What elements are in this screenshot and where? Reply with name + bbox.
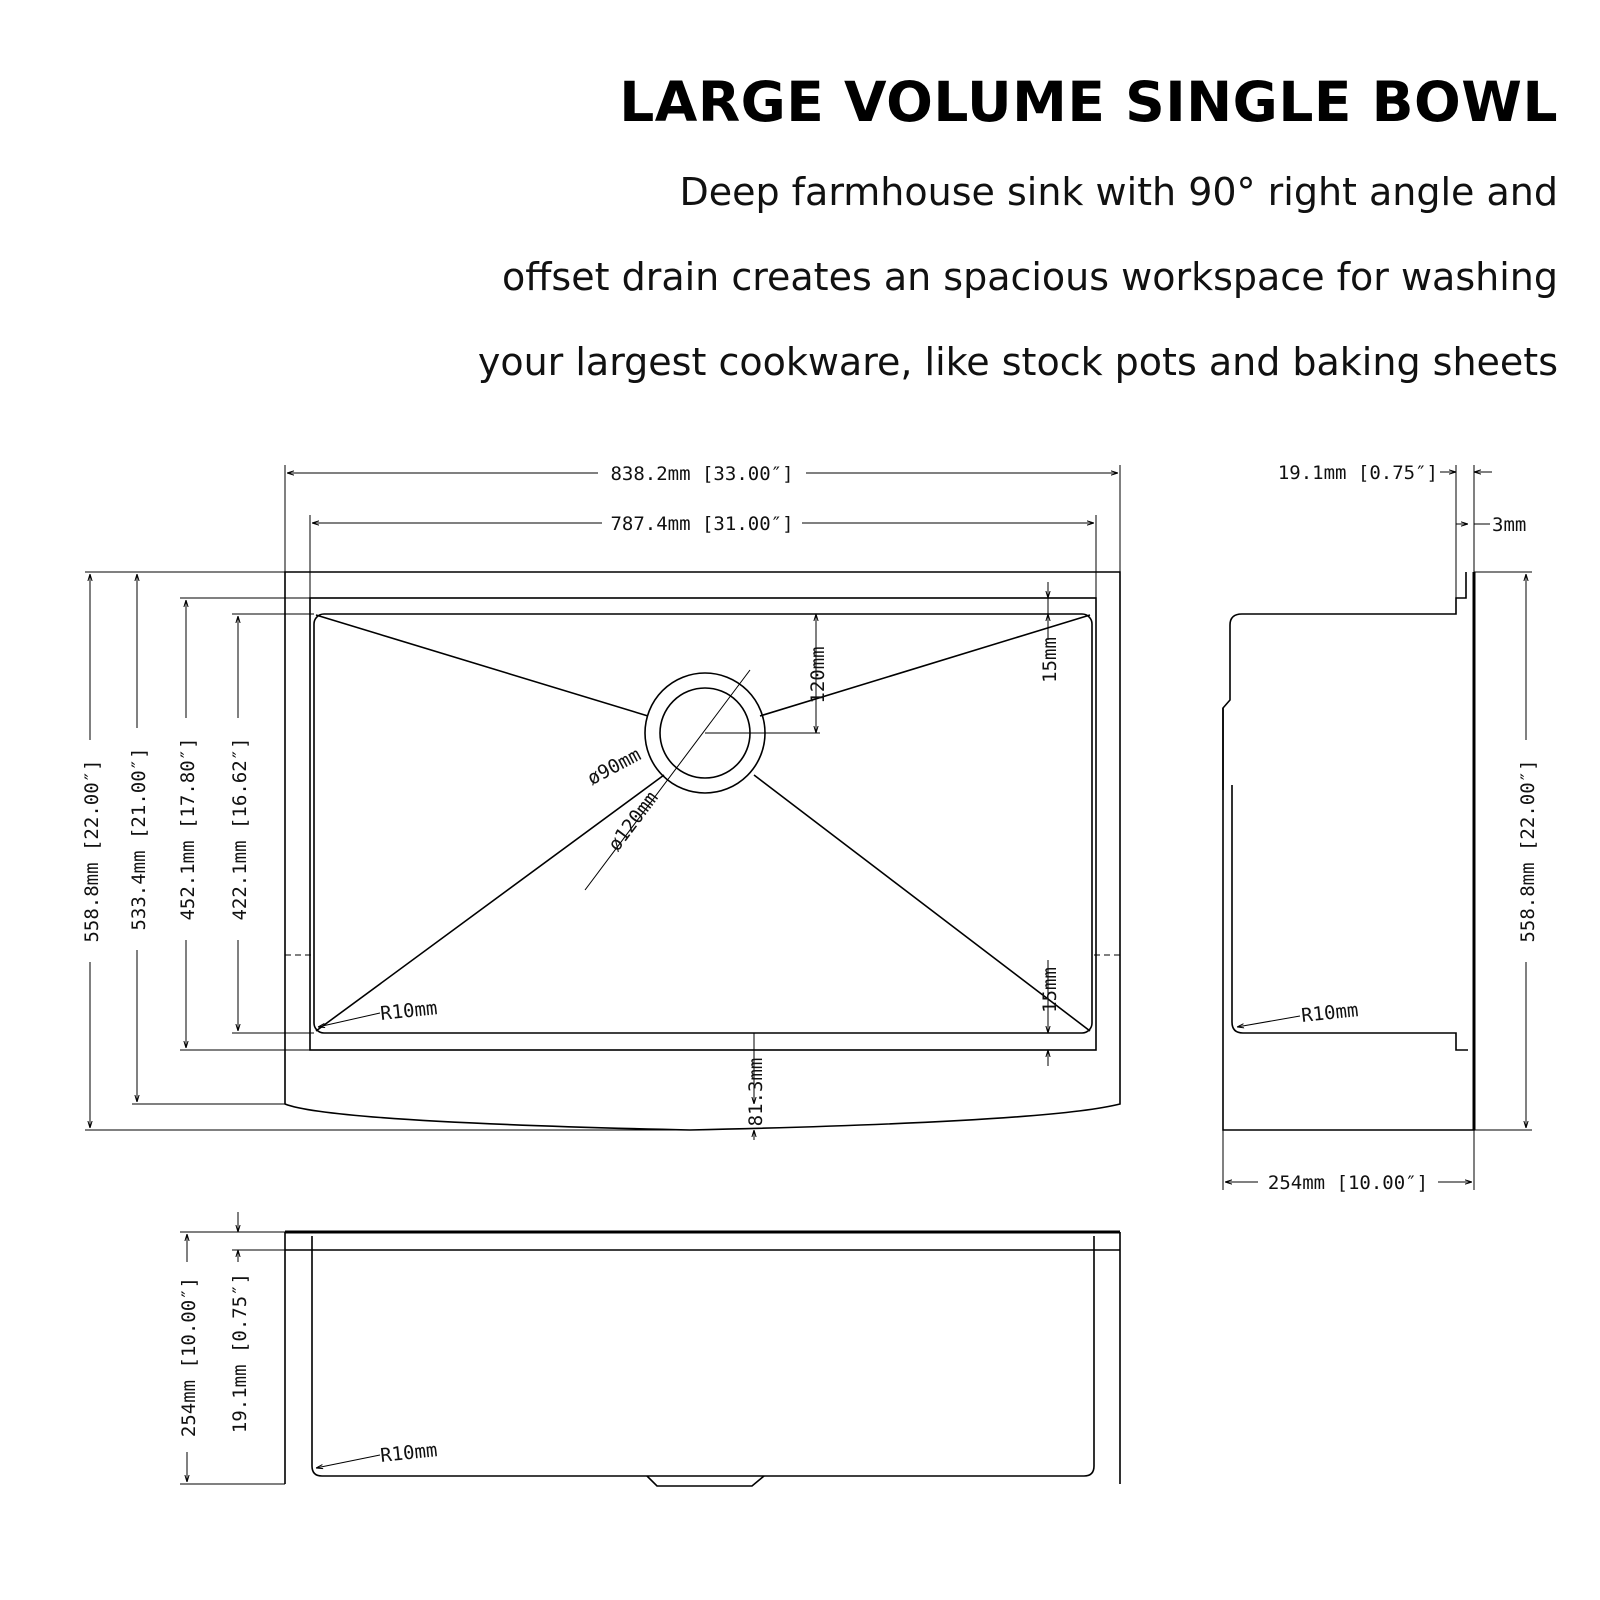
front-bowl-outline xyxy=(311,1236,1095,1477)
depth-452-label: 452.1mm [17.80″] xyxy=(177,737,199,920)
depth-422-label: 422.1mm [16.62″] xyxy=(229,737,251,920)
front-view: 254mm [10.00″] 19.1mm [0.75″] R10mm xyxy=(175,1212,1121,1487)
front-drain-outlet xyxy=(646,1475,765,1487)
slope-line xyxy=(315,614,649,717)
side-depth-label: 254mm [10.00″] xyxy=(1268,1172,1428,1194)
side-view: 19.1mm [0.75″] 3mm 558.8mm [22.00″] R10m… xyxy=(1222,462,1540,1196)
description-line-3: your largest cookware, like stock pots a… xyxy=(477,340,1558,384)
description-line-1: Deep farmhouse sink with 90° right angle… xyxy=(679,170,1558,214)
drain-offset-label: 120mm xyxy=(807,646,829,703)
radius-leader xyxy=(316,1454,381,1468)
radius-leader xyxy=(1237,1015,1301,1027)
top-view: 838.2mm [33.00″] 787.4mm [31.00″] 558.8m… xyxy=(78,460,1121,1140)
slope-line xyxy=(315,774,665,1032)
corner-radius-label: R10mm xyxy=(379,997,438,1025)
front-depth-label: 254mm [10.00″] xyxy=(178,1277,200,1437)
front-outer-outline xyxy=(284,1232,1121,1484)
description-line-2: offset drain creates an spacious workspa… xyxy=(501,255,1558,299)
overall-width-label: 838.2mm [33.00″] xyxy=(610,463,793,485)
radius-leader xyxy=(318,1012,381,1027)
drain-dia-leader xyxy=(584,669,751,891)
side-height-label: 558.8mm [22.00″] xyxy=(1517,759,1539,942)
front-radius-label: R10mm xyxy=(379,1439,438,1467)
overall-depth-label: 558.8mm [22.00″] xyxy=(81,759,103,942)
inner-width-label: 787.4mm [31.00″] xyxy=(610,513,793,535)
bowl-bottom-rect xyxy=(313,613,1093,1034)
bowl-flange-rect xyxy=(309,597,1097,1051)
side-flange-label: 19.1mm [0.75″] xyxy=(1278,462,1438,484)
bottom-margin-label: 15mm xyxy=(1039,967,1061,1013)
side-thickness-label: 3mm xyxy=(1492,514,1526,536)
sink-outer-outline xyxy=(284,571,1121,1131)
depth-533-label: 533.4mm [21.00″] xyxy=(128,747,150,930)
drain-inner-dia-label: ø90mm xyxy=(584,744,645,790)
side-radius-label: R10mm xyxy=(1300,999,1359,1027)
page-title: LARGE VOLUME SINGLE BOWL xyxy=(619,70,1558,134)
side-profile xyxy=(1222,572,1475,1131)
front-flange-label: 19.1mm [0.75″] xyxy=(229,1273,251,1433)
side-bowl-bottom xyxy=(1231,785,1468,1051)
slope-line xyxy=(753,774,1091,1032)
apron-curve-label: 81.3mm xyxy=(745,1058,767,1127)
top-margin-label: 15mm xyxy=(1039,637,1061,683)
